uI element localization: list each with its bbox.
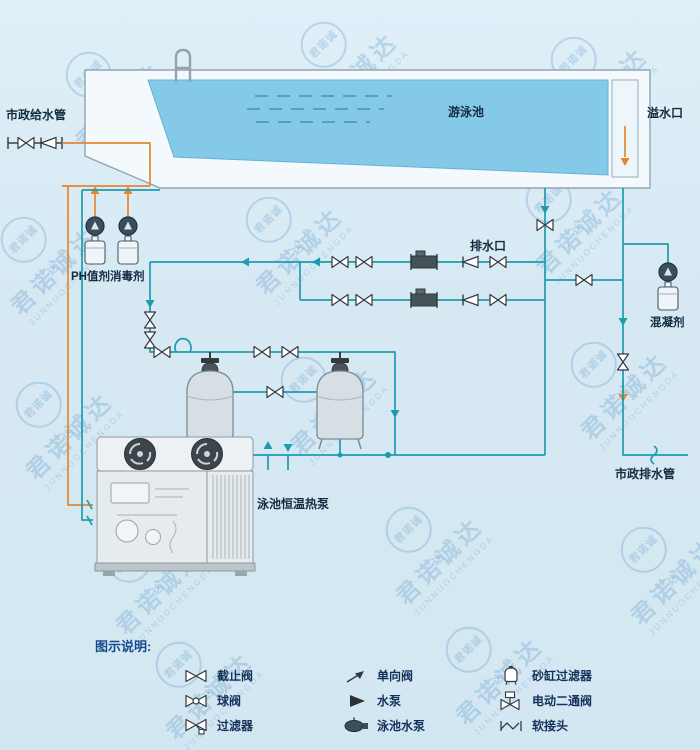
sand-filter-1	[186, 352, 234, 450]
strainer-icon	[181, 716, 213, 736]
label-disinfectant: 消毒剂	[110, 271, 145, 283]
ball-valve-icon	[181, 691, 213, 711]
dosing-pump-icon	[85, 216, 105, 236]
valve-icon	[143, 331, 157, 349]
water-pump-icon	[410, 250, 438, 271]
valve-icon	[616, 353, 630, 371]
dosing-pump-icon	[118, 216, 138, 236]
legend-label: 砂缸过滤器	[532, 669, 593, 683]
condenser-fins	[212, 475, 250, 559]
legend-item-stop-valve: 截止阀	[181, 663, 341, 688]
legend-label: 单向阀	[377, 669, 414, 683]
pool-pump-icon	[341, 716, 373, 736]
valve-icon	[355, 293, 373, 307]
valve-icon	[17, 136, 35, 150]
valve-icon	[143, 311, 157, 329]
valve-icon	[331, 255, 349, 269]
water-ripples	[247, 95, 392, 123]
label-ph-agent: PH值剂	[71, 271, 110, 283]
label-drain: 排水口	[470, 239, 507, 253]
label-heat-pump: 泳池恒温热泵	[257, 497, 330, 511]
pool-water	[147, 79, 609, 176]
legend-label: 球阀	[217, 694, 242, 708]
legend-label: 过滤器	[217, 719, 254, 733]
label-municipal-drain: 市政排水管	[615, 467, 676, 481]
valve-icon	[489, 255, 507, 269]
flexible-joint-symbol	[86, 499, 93, 526]
fan-icon	[191, 438, 223, 470]
flexible-joint-icon	[496, 716, 528, 736]
legend-item-water-pump: 水泵	[341, 688, 496, 713]
water-pump-icon	[410, 288, 438, 309]
legend-item-strainer: 过滤器	[181, 713, 341, 738]
legend-item-check-valve: 单向阀	[341, 663, 496, 688]
dosing-station-coagulant	[657, 262, 679, 311]
valve-icon	[489, 293, 507, 307]
legend-title: 图示说明:	[95, 639, 152, 654]
label-overflow: 溢水口	[647, 106, 684, 120]
supply-piping	[62, 126, 626, 506]
heat-pump-unit	[94, 436, 256, 576]
sand-filter-2	[316, 352, 364, 450]
dosing-pump-icon	[658, 262, 678, 282]
dosing-station-disinfectant	[117, 216, 139, 265]
label-pool: 游泳池	[448, 105, 485, 119]
legend-label: 截止阀	[217, 669, 254, 683]
label-municipal-supply: 市政给水管	[6, 108, 67, 122]
sand-filter-icon	[496, 665, 528, 686]
valve-icon	[253, 345, 271, 359]
valve-icon	[281, 345, 299, 359]
valve-icon	[153, 345, 171, 359]
legend-item-pool-pump: 泳池水泵	[341, 713, 496, 738]
valve-icon	[331, 293, 349, 307]
valve-icon	[266, 385, 284, 399]
pool-ladder-icon	[174, 48, 192, 82]
legend-item-motorized-valve: 电动二通阀	[496, 688, 666, 713]
legend-label: 水泵	[377, 694, 402, 708]
check-valve-icon	[40, 136, 57, 150]
motorized-two-way-valve-icon	[496, 690, 528, 711]
swimming-pool	[84, 48, 651, 189]
flexible-joint-symbol	[650, 445, 658, 465]
valve-icon	[355, 255, 373, 269]
legend-item-ball-valve: 球阀	[181, 688, 341, 713]
check-valve-icon	[462, 293, 479, 307]
air-vent-loop	[174, 337, 192, 353]
fan-icon	[124, 438, 156, 470]
dosing-station-ph	[84, 216, 106, 265]
check-valve-icon	[462, 255, 479, 269]
legend-label: 泳池水泵	[377, 719, 426, 733]
label-coagulant: 混凝剂	[650, 317, 685, 329]
valve-icon	[575, 273, 593, 287]
legend-item-sand-filter: 砂缸过滤器	[496, 663, 666, 688]
legend-item-flexible-joint: 软接头	[496, 713, 666, 738]
stop-valve-icon	[181, 666, 213, 686]
check-valve-icon	[341, 666, 373, 686]
chemical-tank-icon	[117, 235, 139, 265]
chemical-tank-icon	[657, 281, 679, 311]
water-pump-icon	[341, 691, 373, 711]
legend-label: 电动二通阀	[532, 694, 593, 708]
chemical-tank-icon	[84, 235, 106, 265]
legend-label: 软接头	[532, 719, 569, 733]
legend: 图示说明: 截止阀 球阀 过滤器 单向阀 水泵	[95, 636, 640, 738]
